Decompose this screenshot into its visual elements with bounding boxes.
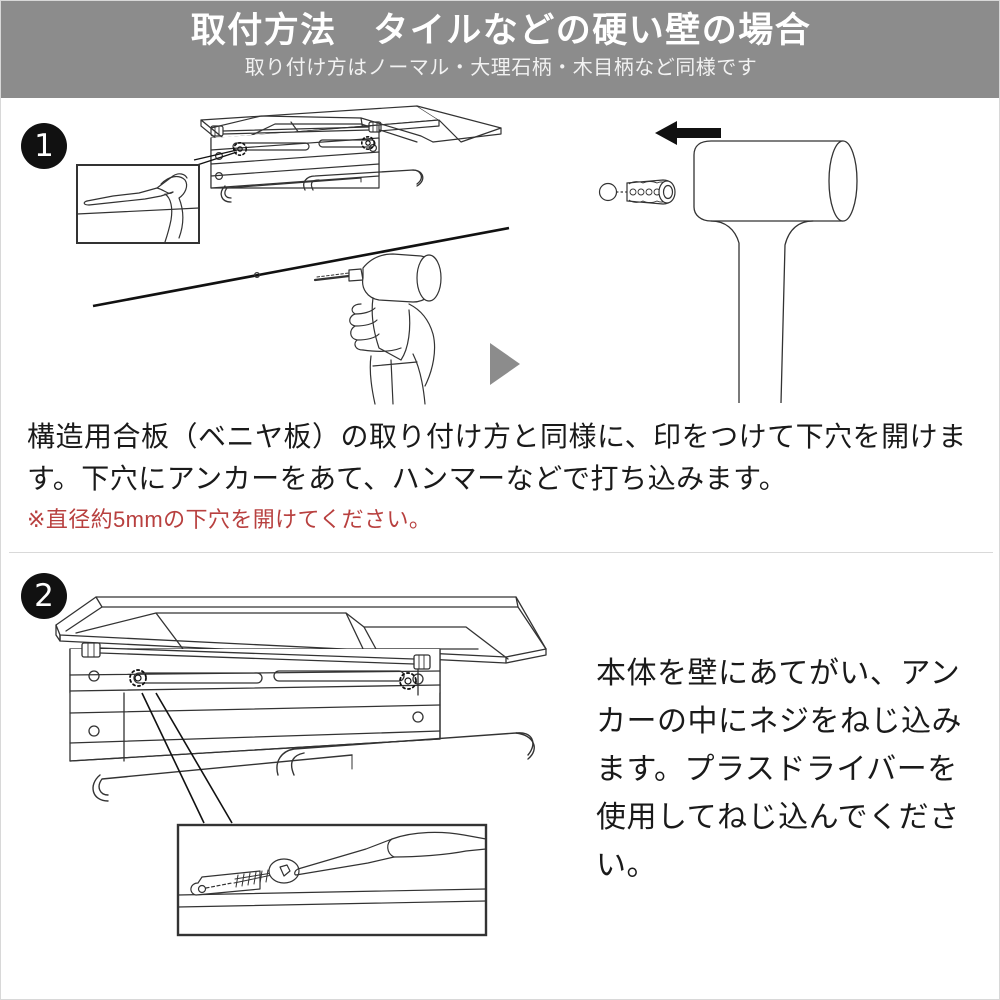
step2-illustration [55, 596, 547, 937]
page-subtitle: 取り付け方はノーマル・大理石柄・木目柄など同様です [244, 57, 758, 79]
pilot-hole-dot [254, 272, 261, 279]
screwdriver-callout [176, 823, 488, 937]
step-badge-2: 2 [21, 573, 67, 619]
marker-pen-callout [76, 164, 200, 244]
step-section-2: 2 [1, 553, 999, 999]
step1-note: ※直径約5mmの下穴を開けてください。 [27, 507, 432, 532]
wall-anchor [598, 179, 676, 205]
step1-right-illustration [598, 121, 858, 403]
step1-left-illustration [76, 105, 510, 405]
step-section-1: 1 [1, 98, 999, 552]
wall-edge-line [92, 226, 510, 308]
mount-hole-marker [129, 669, 417, 690]
page-title: 取付方法 タイルなどの硬い壁の場合 [190, 11, 812, 50]
step1-description: 構造用合板（ベニヤ板）の取り付け方と同様に、印をつけて下穴を開けます。下穴にアン… [27, 421, 967, 494]
page-header: 取付方法 タイルなどの硬い壁の場合 取り付け方はノーマル・大理石柄・木目柄など同… [1, 1, 999, 98]
drill-tool [313, 253, 442, 405]
step-badge-1: 1 [21, 123, 67, 169]
section-divider [9, 552, 993, 553]
mount-hole-marker [233, 136, 375, 156]
step-flow-arrow-icon [490, 343, 520, 385]
mallet-hammer [693, 140, 858, 403]
step2-description: 本体を壁にあてがい、アンカーの中にネジをねじ込みます。プラスドライバーを使用して… [596, 657, 962, 882]
direction-arrow-icon [655, 121, 721, 145]
